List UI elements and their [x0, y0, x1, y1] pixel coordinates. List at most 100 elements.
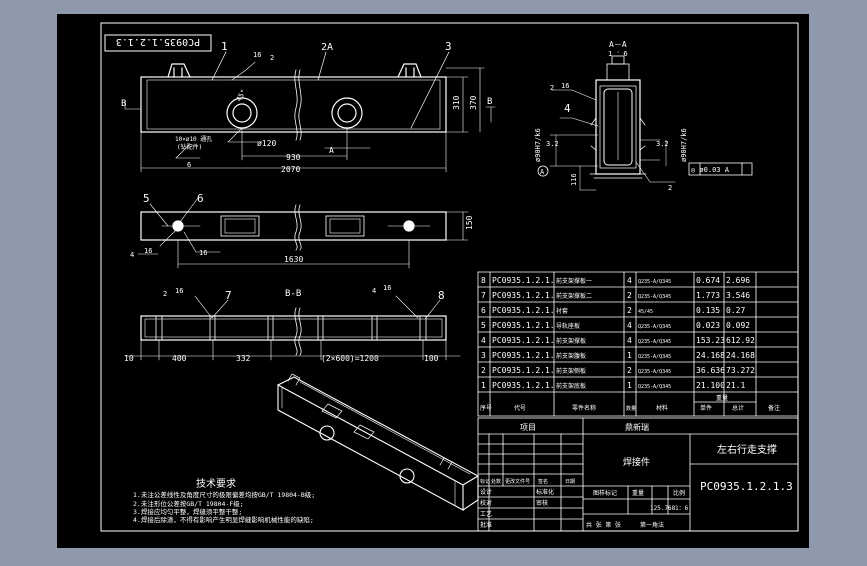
bom-row-code: PC0935.1.2.1.	[492, 291, 555, 300]
title-block-drawing-number: PC0935.1.2.1.3	[700, 480, 793, 493]
bom-row-weight-total: 73.272	[726, 366, 755, 375]
bom-row-qty: 2	[627, 366, 632, 375]
weld-symbol-13: 2	[668, 184, 672, 192]
bom-header-name: 零件名称	[572, 404, 596, 412]
front-view	[124, 61, 496, 173]
weld-note-2: (钻配件)	[177, 143, 202, 151]
weld-symbol-1: 16	[253, 51, 261, 59]
bom-row-no: 7	[481, 291, 486, 300]
bom-row-no: 4	[481, 336, 486, 345]
bom-row-no: 3	[481, 351, 486, 360]
dim-310: 310	[452, 95, 461, 110]
section-label-b-left: B	[121, 99, 126, 109]
part-label-5: 5	[143, 192, 150, 205]
dim-h90a: ø90H7/k6	[534, 128, 542, 162]
bom-row-qty: 4	[627, 276, 632, 285]
part-label-8: 8	[438, 289, 445, 302]
leader-line-1	[211, 51, 450, 129]
dim-2x600: (2×600)=1200	[321, 354, 379, 363]
weld-symbol-10: 16	[383, 284, 391, 292]
dim-332: 332	[236, 354, 251, 363]
title-block-type: 焊接件	[623, 456, 650, 468]
title-block-stage-label: 图样标记	[593, 489, 617, 497]
section-bb-title: B-B	[285, 289, 301, 299]
bom-header-no: 序号	[480, 404, 492, 412]
title-block-weight-label: 重量	[632, 489, 644, 497]
bom-row-weight-total: 0.27	[726, 306, 745, 315]
bom-row-code: PC0935.1.2.1.	[492, 336, 555, 345]
bom-row-weight-single: 24.168	[696, 351, 725, 360]
weld-symbol-3: 6	[187, 161, 191, 169]
dim-2070: 2070	[281, 165, 300, 174]
dim-116: 116	[570, 173, 578, 186]
bom-row-material: Q235-A/Q345	[638, 354, 671, 360]
weld-note: 10×ø10 通孔	[175, 135, 212, 143]
change-header-2: 处数	[491, 478, 501, 485]
bom-row-name: 前支架底板	[556, 382, 586, 390]
bom-row-material: Q235-A/Q345	[638, 279, 671, 285]
tech-req-line-2: 2.未注形位公差按GB/T 19804-F级;	[133, 499, 244, 508]
bom-row-weight-total: 21.1	[726, 381, 745, 390]
bom-row-weight-single: 1.773	[696, 291, 720, 300]
bom-header-code: 代号	[514, 404, 526, 412]
weld-symbol-11: 2	[550, 84, 554, 92]
bom-row-name: 导轨座板	[556, 322, 580, 330]
dim-10: 10	[124, 354, 134, 363]
bom-row-code: PC0935.1.2.1.	[492, 321, 555, 330]
bom-row-weight-total: 612.92	[726, 336, 755, 345]
bom-row-weight-total: 3.546	[726, 291, 750, 300]
dim-h90b: ø90H7/k6	[680, 128, 688, 162]
dim-930: 930	[286, 153, 301, 162]
section-label-b-right: B	[487, 97, 492, 107]
bom-row-weight-single: 0.135	[696, 306, 720, 315]
dim-d120: ø120	[257, 139, 276, 148]
bom-row-qty: 1	[627, 381, 632, 390]
title-block-projection: 第一角法	[640, 521, 664, 529]
weld-symbol-7: 2	[163, 290, 167, 298]
dim-3-2-left: 3.2	[546, 140, 559, 148]
bill-of-materials-grid	[477, 271, 799, 417]
bom-row-material: Q235-A/Q345	[638, 294, 671, 300]
title-block-sheets: 共 张 第 张	[586, 521, 621, 529]
section-aa-title: A－A	[609, 40, 627, 49]
title-block-role-4: 审核	[536, 499, 548, 507]
drawing-number-stamp: PC0935.1.2.1.3	[104, 34, 212, 52]
bom-row-name: 前支架撑板一	[556, 277, 592, 285]
part-label-4: 4	[564, 102, 571, 115]
bom-row-name: 前支架侧板	[556, 367, 586, 375]
weld-symbol-2: 2	[270, 54, 274, 62]
dim-370: 370	[469, 95, 478, 110]
bom-header-note: 备注	[768, 404, 780, 412]
bom-row-qty: 4	[627, 336, 632, 345]
bom-row-code: PC0935.1.2.1.	[492, 366, 555, 375]
weld-symbol-4: 4	[130, 251, 134, 259]
bom-header-weight-single: 单件	[700, 404, 712, 412]
bom-row-no: 2	[481, 366, 486, 375]
part-label-6: 6	[197, 192, 204, 205]
change-header-5: 日期	[565, 479, 575, 485]
bom-row-no: 6	[481, 306, 486, 315]
bom-row-no: 1	[481, 381, 486, 390]
part-label-3: 3	[445, 40, 452, 53]
bom-row-weight-single: 0.023	[696, 321, 720, 330]
bom-row-code: PC0935.1.2.1.	[492, 276, 555, 285]
dim-400: 400	[172, 354, 187, 363]
section-aa-scale: 1 ：6	[608, 50, 628, 58]
bom-header-weight-total: 总计	[732, 404, 744, 412]
weld-symbol-12: 16	[561, 82, 569, 90]
bom-row-no: 5	[481, 321, 486, 330]
title-block-role-2: 标准化	[536, 488, 554, 496]
weld-symbol-5: 16	[144, 247, 152, 255]
weld-symbol-6: 16	[199, 249, 207, 257]
bom-row-weight-single: 36.636	[696, 366, 725, 375]
tolerance-frame: ◎ ø0.03 A	[691, 166, 730, 174]
bom-row-name: 前支架撑板	[556, 337, 586, 345]
tech-req-line-3: 3.焊接应均匀平整，焊缝须平整干整;	[133, 507, 242, 516]
bom-row-name: 前支架撑板二	[556, 292, 592, 300]
paper-area	[57, 14, 809, 548]
bom-row-material: Q235-A/Q345	[638, 324, 671, 330]
change-header-1: 标记	[480, 478, 490, 485]
bom-row-qty: 4	[627, 321, 632, 330]
bom-header-material: 材料	[656, 404, 668, 412]
